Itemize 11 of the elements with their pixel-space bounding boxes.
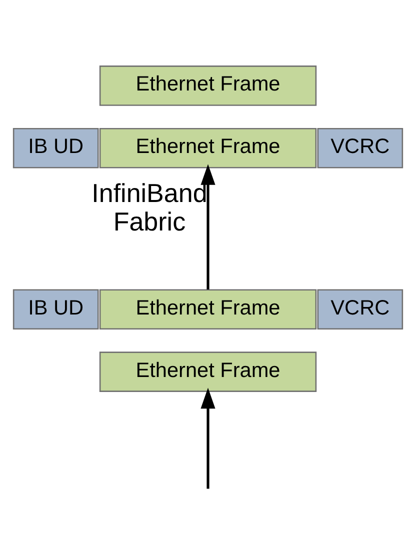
arrow (200, 164, 216, 290)
node-box: Ethernet Frame (99, 128, 317, 168)
node-box: Ethernet Frame (99, 289, 317, 330)
edge-label: InfiniBand Fabric (92, 178, 208, 237)
node-box: Ethernet Frame (99, 66, 317, 106)
node-box: VCRC (317, 128, 404, 168)
node-box: IB UD (12, 289, 99, 330)
node-box: IB UD (12, 128, 99, 168)
arrow (200, 388, 216, 489)
node-box: Ethernet Frame (99, 352, 317, 392)
node-box: VCRC (317, 289, 404, 330)
